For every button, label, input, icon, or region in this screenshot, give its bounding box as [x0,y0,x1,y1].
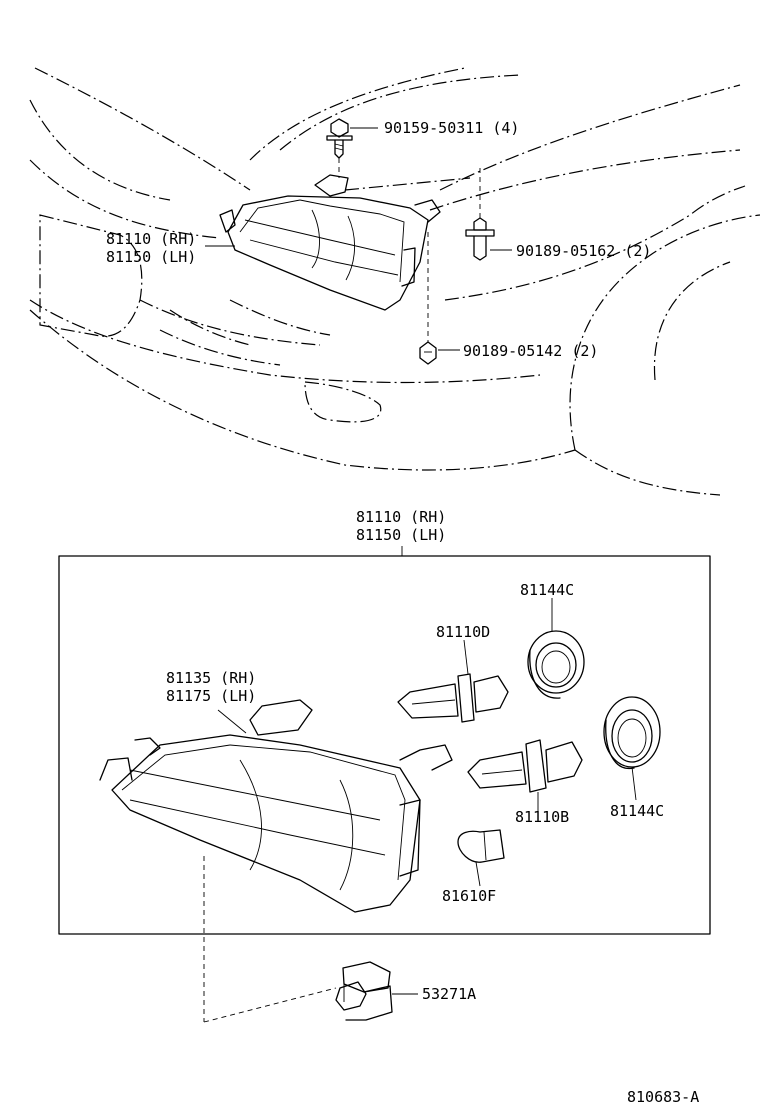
callout-assembly-lh: 81150 (LH) [106,248,196,266]
bolt-90189-05142-icon [419,341,437,365]
bolt-90159-icon [326,118,353,159]
cover-81144c-lower-icon [603,696,661,770]
callout-box-assembly-rh: 81110 (RH) [356,508,446,526]
callout-cover-upper: 81144C [520,581,574,599]
cover-81144c-upper-icon [527,630,585,699]
bolt-90189-05162-icon [465,217,495,261]
headlamp-installed [219,174,441,311]
callout-bolt-90159: 90159-50311 (4) [384,119,519,137]
callout-bulb-81110d: 81110D [436,623,490,641]
callout-bolt-90189-05162: 90189-05162 (2) [516,242,651,260]
figure-id: 810683-A [627,1088,699,1106]
callout-clip-53271a: 53271A [422,985,476,1003]
clip-53271a-icon [335,961,393,1021]
callout-box-assembly-lh: 81150 (LH) [356,526,446,544]
vehicle-body-outline [29,67,760,496]
headlamp-lens-unit [99,699,453,913]
callout-bulb-81110b: 81110B [515,808,569,826]
callout-cover-lower: 81144C [610,802,664,820]
callout-lens-rh: 81135 (RH) [166,669,256,687]
bulb-81610f-icon [457,829,505,863]
callout-assembly-rh: 81110 (RH) [106,230,196,248]
bulb-81110b-icon [467,739,583,793]
callout-bulb-81610f: 81610F [442,887,496,905]
callout-lens-lh: 81175 (LH) [166,687,256,705]
assembly-frame [58,555,711,935]
bulb-81110d-icon [397,673,509,723]
callout-bolt-90189-05142: 90189-05142 (2) [463,342,598,360]
